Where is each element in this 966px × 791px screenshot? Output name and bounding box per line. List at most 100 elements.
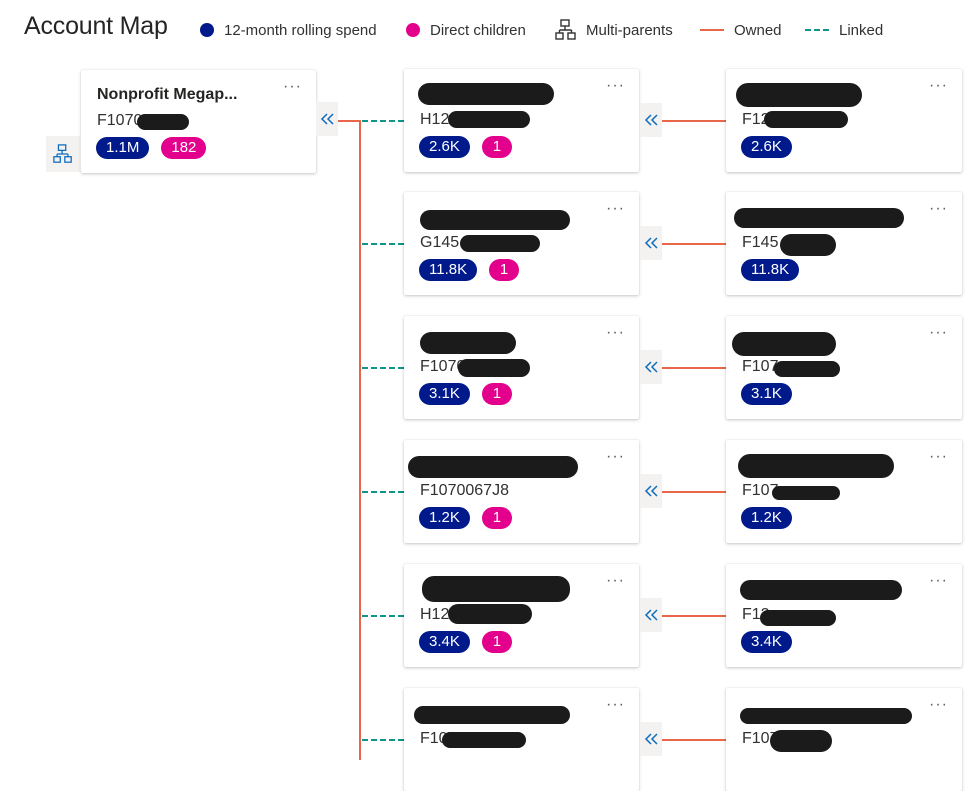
- legend-linked-label: Linked: [839, 21, 884, 39]
- chevron-double-left-icon: [644, 485, 658, 497]
- legend-owned-label: Owned: [734, 21, 782, 39]
- chevron-double-left-icon: [644, 609, 658, 621]
- more-options-button[interactable]: ···: [929, 696, 948, 713]
- chevron-double-left-icon: [644, 237, 658, 249]
- redaction: [414, 706, 570, 724]
- legend-item-spend: 12-month rolling spend: [200, 20, 377, 40]
- redaction: [458, 359, 530, 377]
- more-options-button[interactable]: ···: [606, 572, 625, 589]
- root-connector: [338, 120, 360, 122]
- linked-connector: [362, 367, 404, 369]
- spend-badge: 3.1K: [419, 383, 470, 405]
- more-options-button[interactable]: ···: [606, 77, 625, 94]
- chevron-double-left-icon: [644, 114, 658, 126]
- more-options-button[interactable]: ···: [283, 78, 302, 95]
- owned-account-card[interactable]: F107 ···: [726, 688, 962, 791]
- more-options-button[interactable]: ···: [606, 200, 625, 217]
- legend-children-label: Direct children: [430, 21, 526, 39]
- redaction: [738, 454, 894, 478]
- collapse-button[interactable]: [640, 598, 662, 632]
- children-badge: 1: [481, 136, 512, 158]
- redaction: [780, 234, 836, 256]
- child-account-card[interactable]: H12 ··· 3.4K 1: [404, 564, 639, 667]
- more-options-button[interactable]: ···: [929, 77, 948, 94]
- redaction: [442, 732, 526, 748]
- spend-badge: 3.4K: [741, 631, 792, 653]
- more-options-button[interactable]: ···: [606, 448, 625, 465]
- account-code: F107: [742, 482, 779, 499]
- redaction: [408, 456, 578, 478]
- hierarchy-icon: [555, 19, 576, 40]
- owned-connector: [662, 491, 726, 493]
- account-code: H12: [420, 111, 450, 128]
- account-code: F12: [742, 111, 770, 128]
- collapse-button[interactable]: [640, 226, 662, 260]
- spend-badge: 11.8K: [741, 259, 800, 281]
- child-account-card[interactable]: H12 ··· 2.6K 1: [404, 69, 639, 172]
- spend-badge: 2.6K: [419, 136, 470, 158]
- chevron-double-left-icon: [644, 361, 658, 373]
- owned-account-card[interactable]: F145 ··· 11.8K: [726, 192, 962, 295]
- child-account-card[interactable]: G145 ··· 11.8K 1: [404, 192, 639, 295]
- owned-account-card[interactable]: F107 ··· 1.2K: [726, 440, 962, 543]
- root-account-card[interactable]: Nonprofit Megap... F1070 ··· 1.1M 182: [81, 70, 316, 173]
- redaction: [736, 83, 862, 107]
- redaction: [760, 610, 836, 626]
- owned-connector: [662, 243, 726, 245]
- legend-item-children: Direct children: [406, 20, 526, 40]
- collapse-button[interactable]: [640, 722, 662, 756]
- redaction: [137, 114, 189, 130]
- more-options-button[interactable]: ···: [929, 448, 948, 465]
- redaction: [772, 486, 840, 500]
- collapse-button[interactable]: [640, 103, 662, 137]
- linked-connector: [362, 243, 404, 245]
- collapse-button[interactable]: [640, 474, 662, 508]
- spend-badge: 1.2K: [741, 507, 792, 529]
- owned-account-card[interactable]: F12 ··· 2.6K: [726, 69, 962, 172]
- redaction: [734, 208, 904, 228]
- collapse-button[interactable]: [316, 102, 338, 136]
- more-options-button[interactable]: ···: [929, 324, 948, 341]
- more-options-button[interactable]: ···: [929, 200, 948, 217]
- owned-trunk-line: [359, 120, 361, 760]
- child-account-card[interactable]: F1070 ··· 3.1K 1: [404, 316, 639, 419]
- account-code: F1070067J8: [420, 482, 509, 499]
- legend-item-linked: Linked: [805, 20, 883, 40]
- owned-account-card[interactable]: F107 ··· 3.1K: [726, 316, 962, 419]
- spend-badge: 2.6K: [741, 136, 792, 158]
- redaction: [764, 111, 848, 128]
- redaction: [740, 580, 902, 600]
- hierarchy-icon: [53, 144, 72, 163]
- owned-account-card[interactable]: F12 ··· 3.4K: [726, 564, 962, 667]
- more-options-button[interactable]: ···: [929, 572, 948, 589]
- redaction: [420, 210, 570, 230]
- linked-line-icon: [805, 29, 829, 31]
- multi-parents-button[interactable]: [46, 136, 80, 172]
- spend-badge: 1.2K: [419, 507, 470, 529]
- chevron-double-left-icon: [320, 113, 334, 125]
- legend-multi-parents-label: Multi-parents: [586, 21, 673, 39]
- redaction: [418, 83, 554, 105]
- collapse-button[interactable]: [640, 350, 662, 384]
- spend-badge: 11.8K: [419, 259, 478, 281]
- linked-connector: [362, 615, 404, 617]
- children-badge: 182: [161, 137, 207, 159]
- spend-dot-icon: [200, 23, 214, 37]
- page-title: Account Map: [24, 12, 168, 40]
- redaction: [774, 361, 840, 377]
- children-badge: 1: [481, 383, 512, 405]
- account-code: G145: [420, 234, 460, 251]
- legend-item-owned: Owned: [700, 20, 782, 40]
- child-account-card[interactable]: F107 ···: [404, 688, 639, 791]
- children-badge: 1: [481, 631, 512, 653]
- account-code: F1070: [97, 112, 143, 129]
- more-options-button[interactable]: ···: [606, 696, 625, 713]
- account-name: Nonprofit Megap...: [97, 86, 238, 103]
- account-code: F107: [742, 358, 779, 375]
- children-badge: 1: [481, 507, 512, 529]
- account-code: F145: [742, 234, 779, 251]
- more-options-button[interactable]: ···: [606, 324, 625, 341]
- account-code: H12: [420, 606, 450, 623]
- owned-connector: [662, 120, 726, 122]
- child-account-card[interactable]: F1070067J8 ··· 1.2K 1: [404, 440, 639, 543]
